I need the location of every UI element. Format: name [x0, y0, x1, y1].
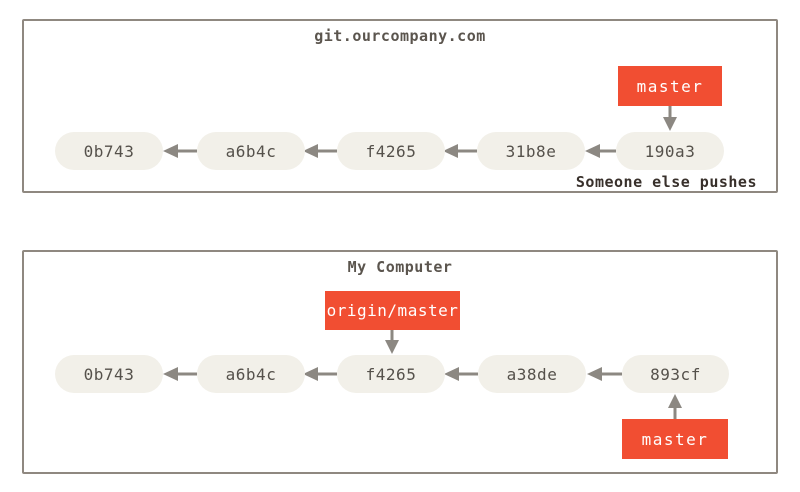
commit-node-local-893cf: 893cf — [622, 355, 729, 393]
remote-repo-title: git.ourcompany.com — [314, 27, 486, 45]
commit-node-local-a38de: a38de — [478, 355, 586, 393]
commit-node-local-f4265: f4265 — [337, 355, 445, 393]
remote-repo-box — [22, 19, 778, 193]
note-someone-else-pushes: Someone else pushes — [575, 173, 757, 191]
local-repo-box — [22, 250, 778, 474]
commit-node-local-0b743: 0b743 — [55, 355, 163, 393]
local-repo-title: My Computer — [347, 258, 453, 276]
branch-label-origin-master: origin/master — [325, 291, 460, 330]
commit-node-remote-0b743: 0b743 — [55, 132, 163, 170]
commit-node-remote-31b8e: 31b8e — [477, 132, 585, 170]
commit-node-remote-a6b4c: a6b4c — [197, 132, 305, 170]
branch-label-local-master: master — [622, 419, 728, 459]
commit-node-remote-f4265: f4265 — [337, 132, 445, 170]
branch-label-remote-master: master — [618, 66, 722, 106]
commit-node-local-a6b4c: a6b4c — [197, 355, 305, 393]
commit-node-remote-190a3: 190a3 — [616, 132, 724, 170]
